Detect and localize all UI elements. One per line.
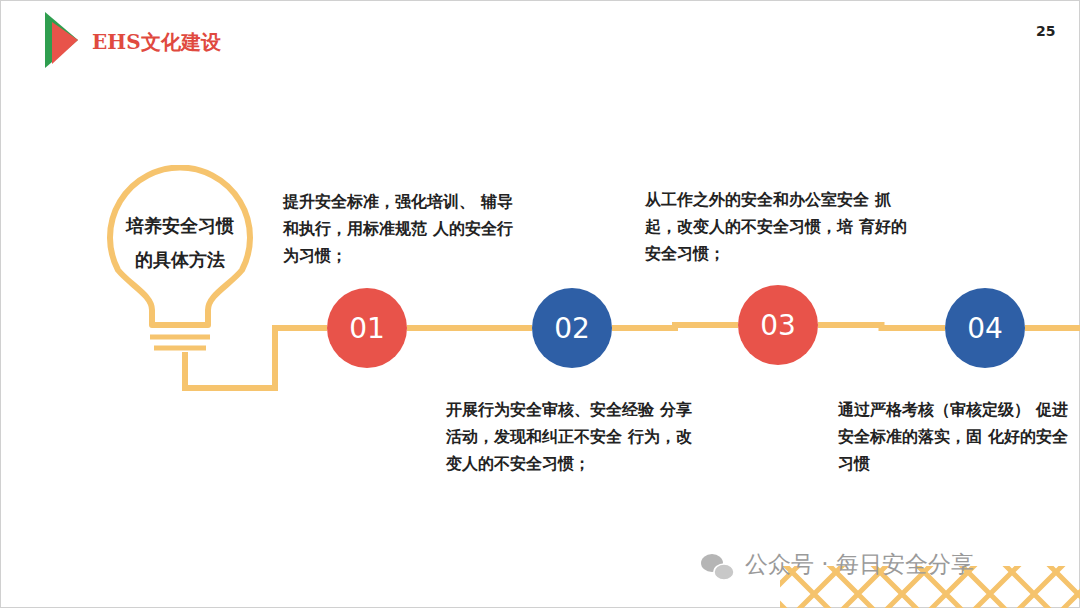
step-circle: 04 — [945, 288, 1025, 368]
bulb-node: 培养安全习惯 的具体方法 — [100, 165, 260, 360]
callout-number: 03 — [760, 309, 796, 342]
slide-title: EHS文化建设 — [92, 29, 221, 56]
callout-number: 02 — [554, 312, 590, 345]
step-description: 开展行为安全审核、安全经验 分享活动，发现和纠正不安全 行为，改变人的不安全习惯… — [446, 396, 706, 477]
step-circle: 03 — [738, 285, 818, 365]
step-circle: 02 — [532, 288, 612, 368]
callout-number: 01 — [349, 312, 385, 345]
step-description: 提升安全标准，强化培训、 辅导和执行，用标准规范 人的安全行为习惯； — [283, 188, 515, 269]
step-circle: 01 — [327, 288, 407, 368]
callout-number: 04 — [967, 312, 1003, 345]
step-description: 通过严格考核（审核定级） 促进安全标准的落实，固 化好的安全习惯 — [838, 396, 1078, 477]
timeline-connector — [407, 325, 532, 331]
page-number: 25 — [1036, 18, 1055, 45]
bulb-label: 培养安全习惯 的具体方法 — [124, 209, 236, 277]
timeline-connector — [612, 325, 738, 328]
watermark: 公众号 · 每日安全分享 — [745, 549, 974, 579]
step-description: 从工作之外的安全和办公室安全 抓起，改变人的不安全习惯，培 育好的安全习惯； — [645, 186, 920, 267]
timeline-connector — [818, 325, 945, 328]
